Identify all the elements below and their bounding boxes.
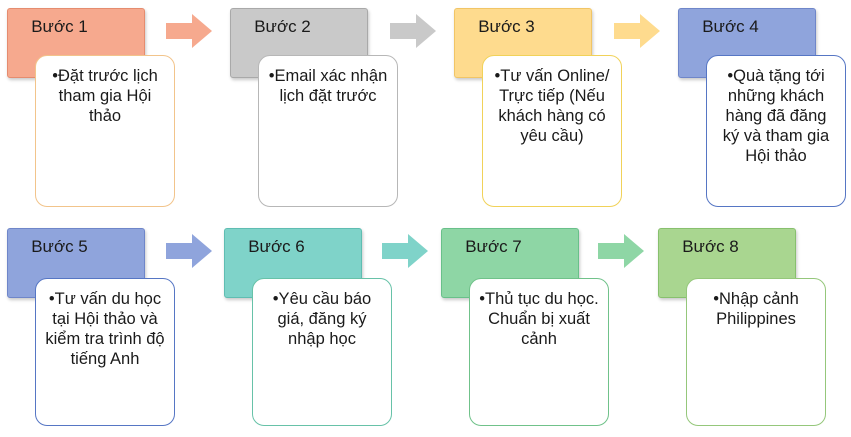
step-7-description-box: •Thủ tục du học. Chuẩn bị xuất cảnh <box>469 278 609 426</box>
step-5-description-box: •Tư vấn du học tại Hội thảo và kiểm tra … <box>35 278 175 426</box>
arrow-6-to-7 <box>382 234 428 268</box>
arrow-5-to-6 <box>166 234 212 268</box>
step-8-title: Bước 8 <box>682 237 739 256</box>
step-6-description: •Yêu cầu báo giá, đăng ký nhập học <box>272 290 372 348</box>
step-4-description: •Quà tặng tới những khách hàng đã đăng k… <box>722 67 830 165</box>
step-2-title: Bước 2 <box>254 17 311 36</box>
step-2-description: •Email xác nhận lịch đặt trước <box>268 67 388 105</box>
arrow-7-to-8 <box>598 234 644 268</box>
step-1-description-box: •Đặt trước lịch tham gia Hội thảo <box>35 55 175 207</box>
step-3-description-box: •Tư vấn Online/ Trực tiếp (Nếu khách hàn… <box>482 55 622 207</box>
step-5-title: Bước 5 <box>31 237 88 256</box>
step-1-title: Bước 1 <box>31 17 88 36</box>
step-5-description: •Tư vấn du học tại Hội thảo và kiểm tra … <box>45 290 165 368</box>
step-1-description: •Đặt trước lịch tham gia Hội thảo <box>52 67 158 125</box>
arrow-1-to-2 <box>166 14 212 48</box>
step-8-description-box: •Nhập cảnh Philippines <box>686 278 826 426</box>
step-6-description-box: •Yêu cầu báo giá, đăng ký nhập học <box>252 278 392 426</box>
step-7-description: •Thủ tục du học. Chuẩn bị xuất cảnh <box>479 290 599 348</box>
arrow-2-to-3 <box>390 14 436 48</box>
step-6-title: Bước 6 <box>248 237 305 256</box>
step-4-description-box: •Quà tặng tới những khách hàng đã đăng k… <box>706 55 846 207</box>
arrow-3-to-4 <box>614 14 660 48</box>
step-7-title: Bước 7 <box>465 237 522 256</box>
step-3-description: •Tư vấn Online/ Trực tiếp (Nếu khách hàn… <box>494 67 610 145</box>
step-2-description-box: •Email xác nhận lịch đặt trước <box>258 55 398 207</box>
step-3-title: Bước 3 <box>478 17 535 36</box>
step-8-description: •Nhập cảnh Philippines <box>713 290 799 328</box>
step-4-title: Bước 4 <box>702 17 759 36</box>
